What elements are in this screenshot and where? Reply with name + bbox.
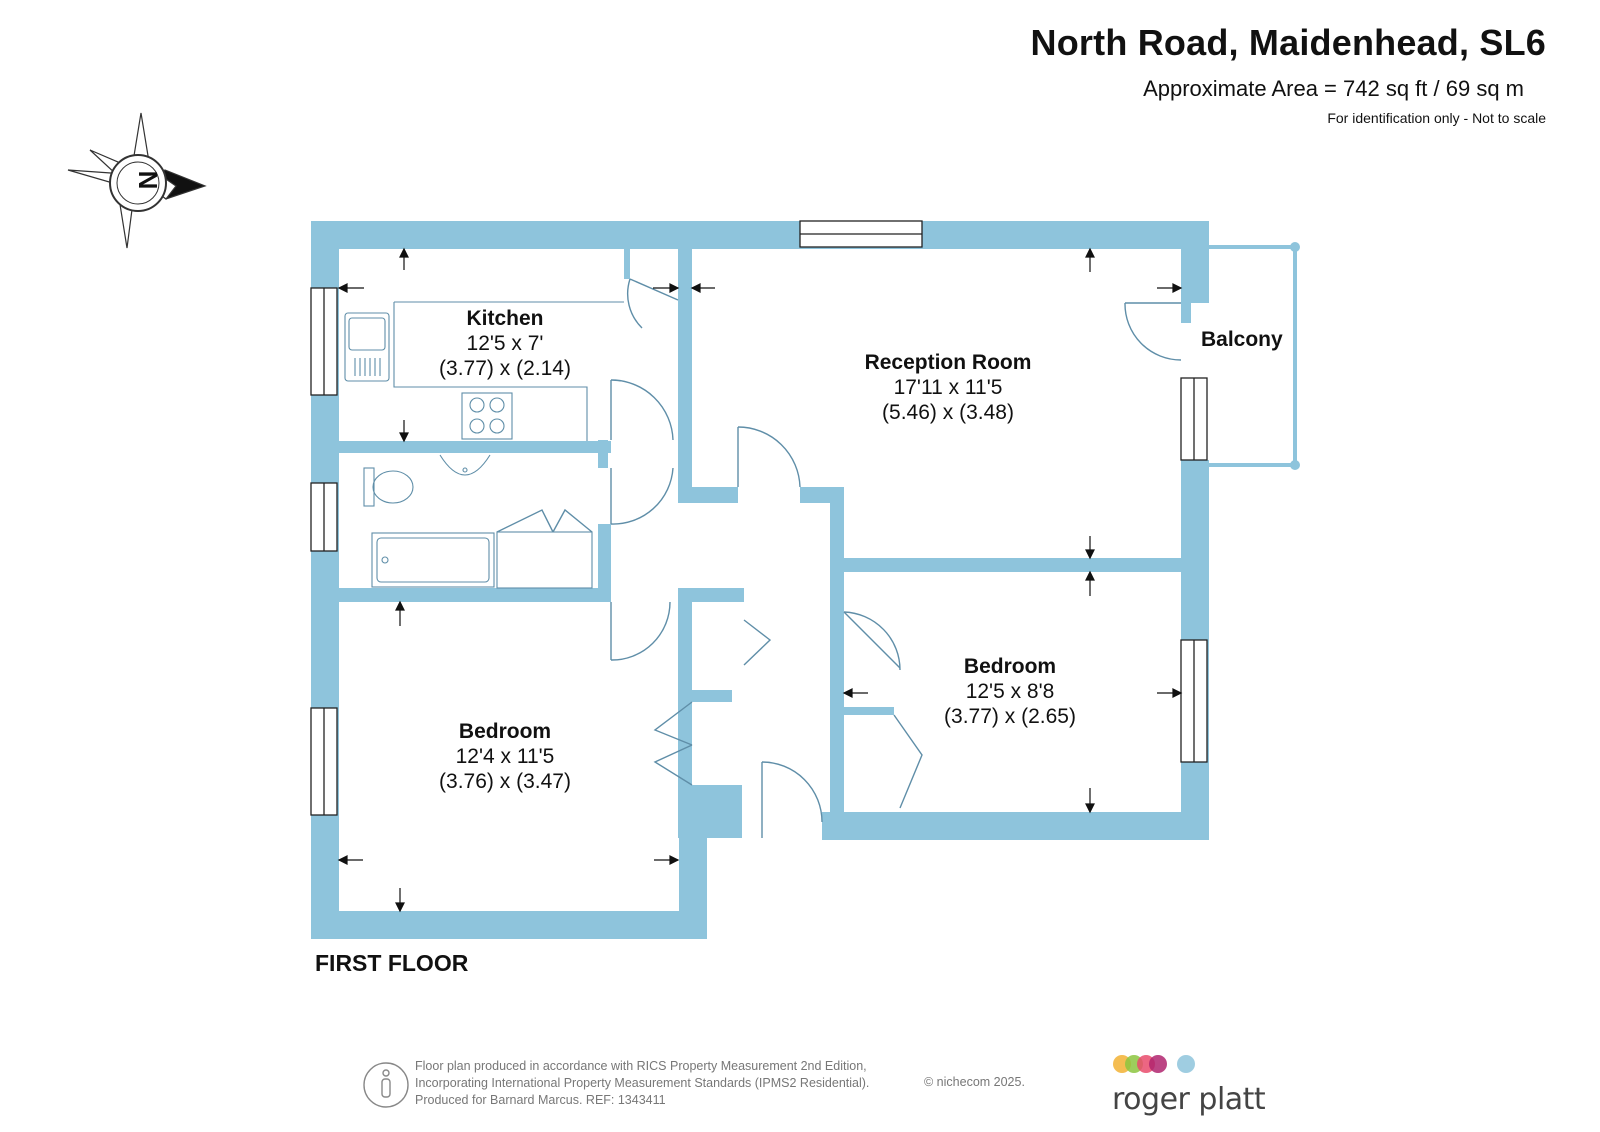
footer-line: Produced for Barnard Marcus. REF: 134341… [415,1093,666,1107]
compass-north-letter: N [133,171,163,190]
approximate-area: Approximate Area = 742 sq ft / 69 sq m [1143,76,1524,101]
room-dimension-metric: (3.76) x (3.47) [439,770,571,793]
room-label-bedroom-right: Bedroom 12'5 x 8'8 (3.77) x (2.65) [944,654,1076,729]
balcony-railing [1209,242,1300,470]
room-dimension-imperial: 17'11 x 11'5 [893,376,1003,399]
walls [311,221,1209,939]
room-dimension-imperial: 12'4 x 11'5 [455,745,555,768]
brand-dot [1149,1055,1167,1073]
brand-dot [1177,1055,1195,1073]
room-dimension-metric: (3.77) x (2.14) [439,357,571,380]
room-label-bedroom-left: Bedroom 12'4 x 11'5 (3.76) x (3.47) [439,719,571,794]
footer-line: Incorporating International Property Mea… [415,1076,870,1090]
footer-disclaimer: Floor plan produced in accordance with R… [415,1058,869,1109]
windows [310,220,1208,816]
info-person-icon [363,1062,409,1108]
room-dimension-metric: (3.77) x (2.65) [944,705,1076,728]
floor-label: FIRST FLOOR [315,950,469,976]
room-name: Reception Room [864,351,1032,374]
balcony-label: Balcony [1201,328,1283,351]
compass-rose-icon: N [67,112,207,249]
room-dimension-imperial: 12'5 x 7' [466,332,544,355]
footer-line: Floor plan produced in accordance with R… [415,1059,867,1073]
room-name: Bedroom [458,720,552,743]
property-title: North Road, Maidenhead, SL6 [1030,22,1546,63]
room-name: Kitchen [466,307,544,330]
doors [496,278,1182,838]
room-label-kitchen: Kitchen 12'5 x 7' (3.77) x (2.14) [439,306,571,381]
measurement-arrows [337,247,1183,913]
brand-logo-dots [1113,1055,1195,1073]
footer-copyright: © nichecom 2025. [924,1075,1025,1089]
brand-name: roger platt [1112,1082,1266,1117]
room-label-reception: Reception Room 17'11 x 11'5 (5.46) x (3.… [865,350,1032,425]
room-dimension-imperial: 12'5 x 8'8 [965,680,1055,703]
identification-note: For identification only - Not to scale [1327,110,1546,126]
fixtures [344,301,624,589]
room-name: Bedroom [963,655,1057,678]
room-dimension-metric: (5.46) x (3.48) [882,401,1014,424]
